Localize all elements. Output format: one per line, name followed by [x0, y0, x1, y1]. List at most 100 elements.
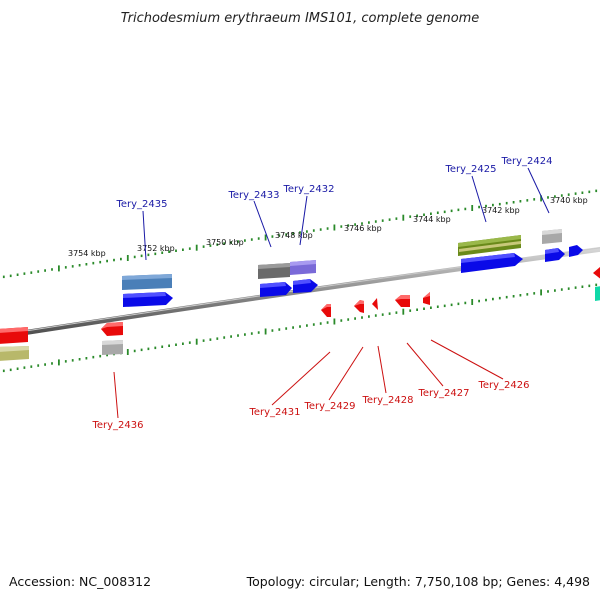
lower-tick-11: [64, 360, 67, 363]
gene-tery-2429[interactable]: [354, 300, 364, 313]
tick-row-upper: [2, 189, 598, 279]
upper-tick-48: [319, 228, 322, 231]
upper-tick-62: [416, 214, 418, 217]
upper-tick-27: [175, 249, 177, 252]
lower-tick-80: [540, 289, 542, 296]
gene-label-tery-2436[interactable]: Tery_2436: [91, 420, 143, 431]
upper-tick-24: [154, 252, 157, 256]
upper-tick-15: [92, 261, 95, 265]
upper-tick-67: [450, 209, 453, 213]
upper-tick-83: [560, 194, 563, 197]
lower-tick-4: [16, 367, 19, 370]
lower-tick-58: [388, 312, 391, 315]
tick-label-3746: 3746 kbp: [344, 224, 382, 233]
forward-leader-lines: [142, 167, 550, 261]
gene-label-tery-2433[interactable]: Tery_2433: [227, 190, 279, 201]
lower-tick-50: [333, 318, 336, 325]
lower-tick-82: [554, 289, 556, 292]
upper-tick-78: [526, 199, 529, 202]
upper-tick-57: [381, 219, 384, 222]
gene-tery-2428[interactable]: [372, 298, 378, 310]
gene-label-tery-2432[interactable]: Tery_2432: [282, 184, 334, 195]
upper-tick-52: [347, 224, 350, 227]
lower-tick-87: [588, 284, 591, 288]
lower-tick-2: [2, 369, 5, 373]
lower-tick-56: [374, 314, 377, 317]
gene-label-tery-2435[interactable]: Tery_2435: [115, 199, 167, 210]
upper-tick-87: [588, 190, 591, 194]
lower-tick-21: [133, 349, 136, 353]
lower-tick-44: [292, 326, 294, 329]
lower-tick-43: [285, 327, 288, 330]
lower-tick-29: [188, 341, 191, 344]
gene-label-tery-2426[interactable]: Tery_2426: [477, 380, 529, 391]
gene-label-tery-2425[interactable]: Tery_2425: [444, 164, 496, 175]
upper-tick-46: [306, 230, 308, 233]
tick-label-3748: 3748 kbp: [275, 231, 313, 240]
lower-tick-86: [581, 285, 584, 288]
upper-tick-76: [512, 201, 515, 204]
lower-tick-26: [168, 344, 170, 347]
upper-tick-29: [188, 247, 191, 250]
upper-tick-33: [216, 243, 219, 246]
upper-tick-23: [147, 253, 150, 257]
upper-tick-61: [409, 215, 412, 218]
gene-tery-2427[interactable]: [395, 295, 410, 307]
accession-text: Accession: NC_008312: [9, 574, 151, 589]
lower-tick-75: [505, 295, 508, 299]
lower-tick-57: [381, 313, 384, 316]
gene-tery-2425[interactable]: [458, 235, 523, 273]
lower-tick-55: [368, 315, 370, 318]
lower-tick-73: [492, 297, 494, 301]
upper-tick-80: [540, 195, 542, 202]
gene-tery-2432[interactable]: [290, 260, 318, 293]
upper-tick-18: [113, 258, 115, 262]
gene-tery-2426[interactable]: [423, 292, 430, 305]
gene-tery-2435[interactable]: [122, 274, 173, 307]
gene-label-tery-2428[interactable]: Tery_2428: [361, 395, 413, 406]
upper-tick-39: [257, 237, 260, 240]
gene-tery-2433[interactable]: [258, 263, 292, 297]
gene-label-tery-2424[interactable]: Tery_2424: [500, 156, 552, 167]
gene-label-tery-2431[interactable]: Tery_2431: [248, 407, 300, 418]
upper-tick-6: [30, 271, 33, 274]
gene-tery-2436[interactable]: [101, 322, 123, 355]
upper-tick-60: [402, 214, 405, 221]
tick-label-3740: 3740 kbp: [550, 196, 588, 205]
lower-tick-85: [574, 286, 577, 289]
gene-label-tery-2427[interactable]: Tery_2427: [417, 388, 469, 399]
upper-tick-20: [126, 255, 129, 261]
lower-tick-37: [244, 333, 246, 336]
gene-right-edge[interactable]: [593, 267, 600, 301]
gene-tery-2431[interactable]: [321, 304, 331, 317]
upper-tick-37: [244, 239, 246, 242]
lower-tick-69: [464, 301, 467, 305]
lower-tick-6: [30, 365, 33, 368]
upper-tick-75: [505, 201, 508, 205]
upper-tick-28: [182, 248, 184, 251]
gene-tery-2424[interactable]: [542, 229, 583, 262]
lower-tick-59: [395, 311, 398, 314]
upper-tick-77: [519, 200, 522, 203]
lower-tick-8: [44, 363, 46, 366]
lower-tick-65: [436, 305, 439, 308]
lower-tick-23: [147, 347, 150, 351]
lower-tick-35: [230, 335, 232, 338]
upper-tick-14: [85, 263, 88, 266]
upper-tick-7: [37, 270, 40, 273]
lower-tick-41: [271, 329, 274, 332]
upper-tick-71: [478, 205, 480, 209]
upper-tick-16: [99, 260, 102, 264]
upper-tick-45: [299, 231, 301, 234]
gene-left-edge[interactable]: [0, 327, 29, 361]
upper-tick-40: [264, 234, 267, 241]
lower-tick-71: [478, 299, 480, 303]
lower-tick-52: [347, 318, 350, 321]
lower-tick-27: [175, 343, 177, 346]
upper-tick-66: [443, 210, 446, 214]
upper-tick-43: [285, 233, 288, 236]
gene-label-tery-2429[interactable]: Tery_2429: [303, 401, 355, 412]
upper-tick-2: [2, 275, 5, 279]
upper-tick-86: [581, 191, 584, 194]
